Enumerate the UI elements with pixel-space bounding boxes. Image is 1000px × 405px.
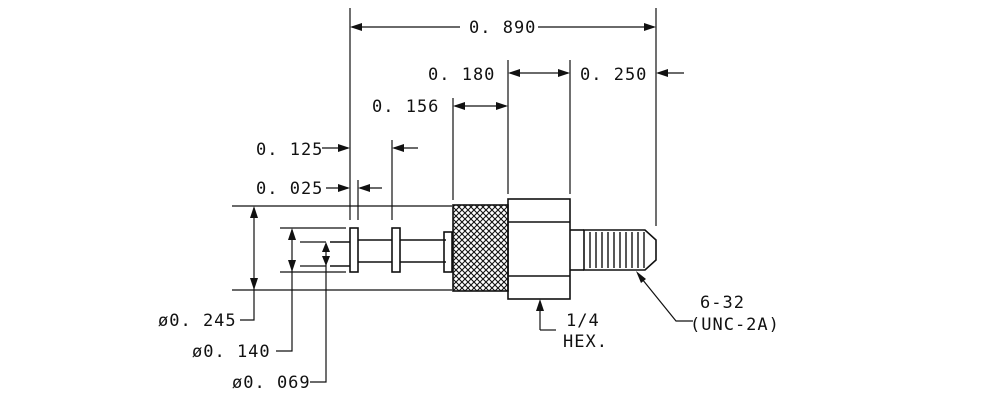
label-thread-size: 6-32	[700, 293, 745, 313]
label-thread-class: (UNC-2A)	[690, 315, 780, 335]
dim-shank	[453, 102, 508, 110]
dim-thread-length	[656, 69, 684, 77]
label-hex-length: 0. 180	[428, 65, 495, 85]
hex-leader	[536, 299, 556, 331]
threaded-stud	[570, 229, 657, 271]
dim-dia-tip	[310, 242, 330, 383]
label-groove-width: 0. 025	[256, 179, 323, 199]
label-overall-length: 0. 890	[469, 18, 536, 38]
extension-lines	[232, 8, 657, 291]
dim-dia-groove	[276, 228, 296, 352]
dim-groove-width	[326, 184, 382, 192]
dim-groove-position	[322, 144, 418, 152]
part-outline	[330, 227, 453, 273]
label-shank-length: 0. 156	[372, 97, 439, 117]
label-dia-tip: ø0. 069	[232, 373, 311, 393]
dim-dia-body	[240, 206, 258, 321]
label-thread-length: 0. 250	[580, 65, 647, 85]
thread-leader	[636, 271, 693, 322]
label-groove-position: 0. 125	[256, 140, 323, 160]
label-hex-type: HEX.	[563, 332, 608, 352]
dim-hex-length	[508, 69, 570, 77]
label-hex-size: 1/4	[566, 311, 600, 331]
knurled-section	[452, 204, 509, 292]
hex-nut	[507, 198, 571, 300]
label-dia-groove: ø0. 140	[192, 342, 271, 362]
label-dia-body: ø0. 245	[158, 311, 237, 331]
dim-overall	[350, 23, 656, 31]
